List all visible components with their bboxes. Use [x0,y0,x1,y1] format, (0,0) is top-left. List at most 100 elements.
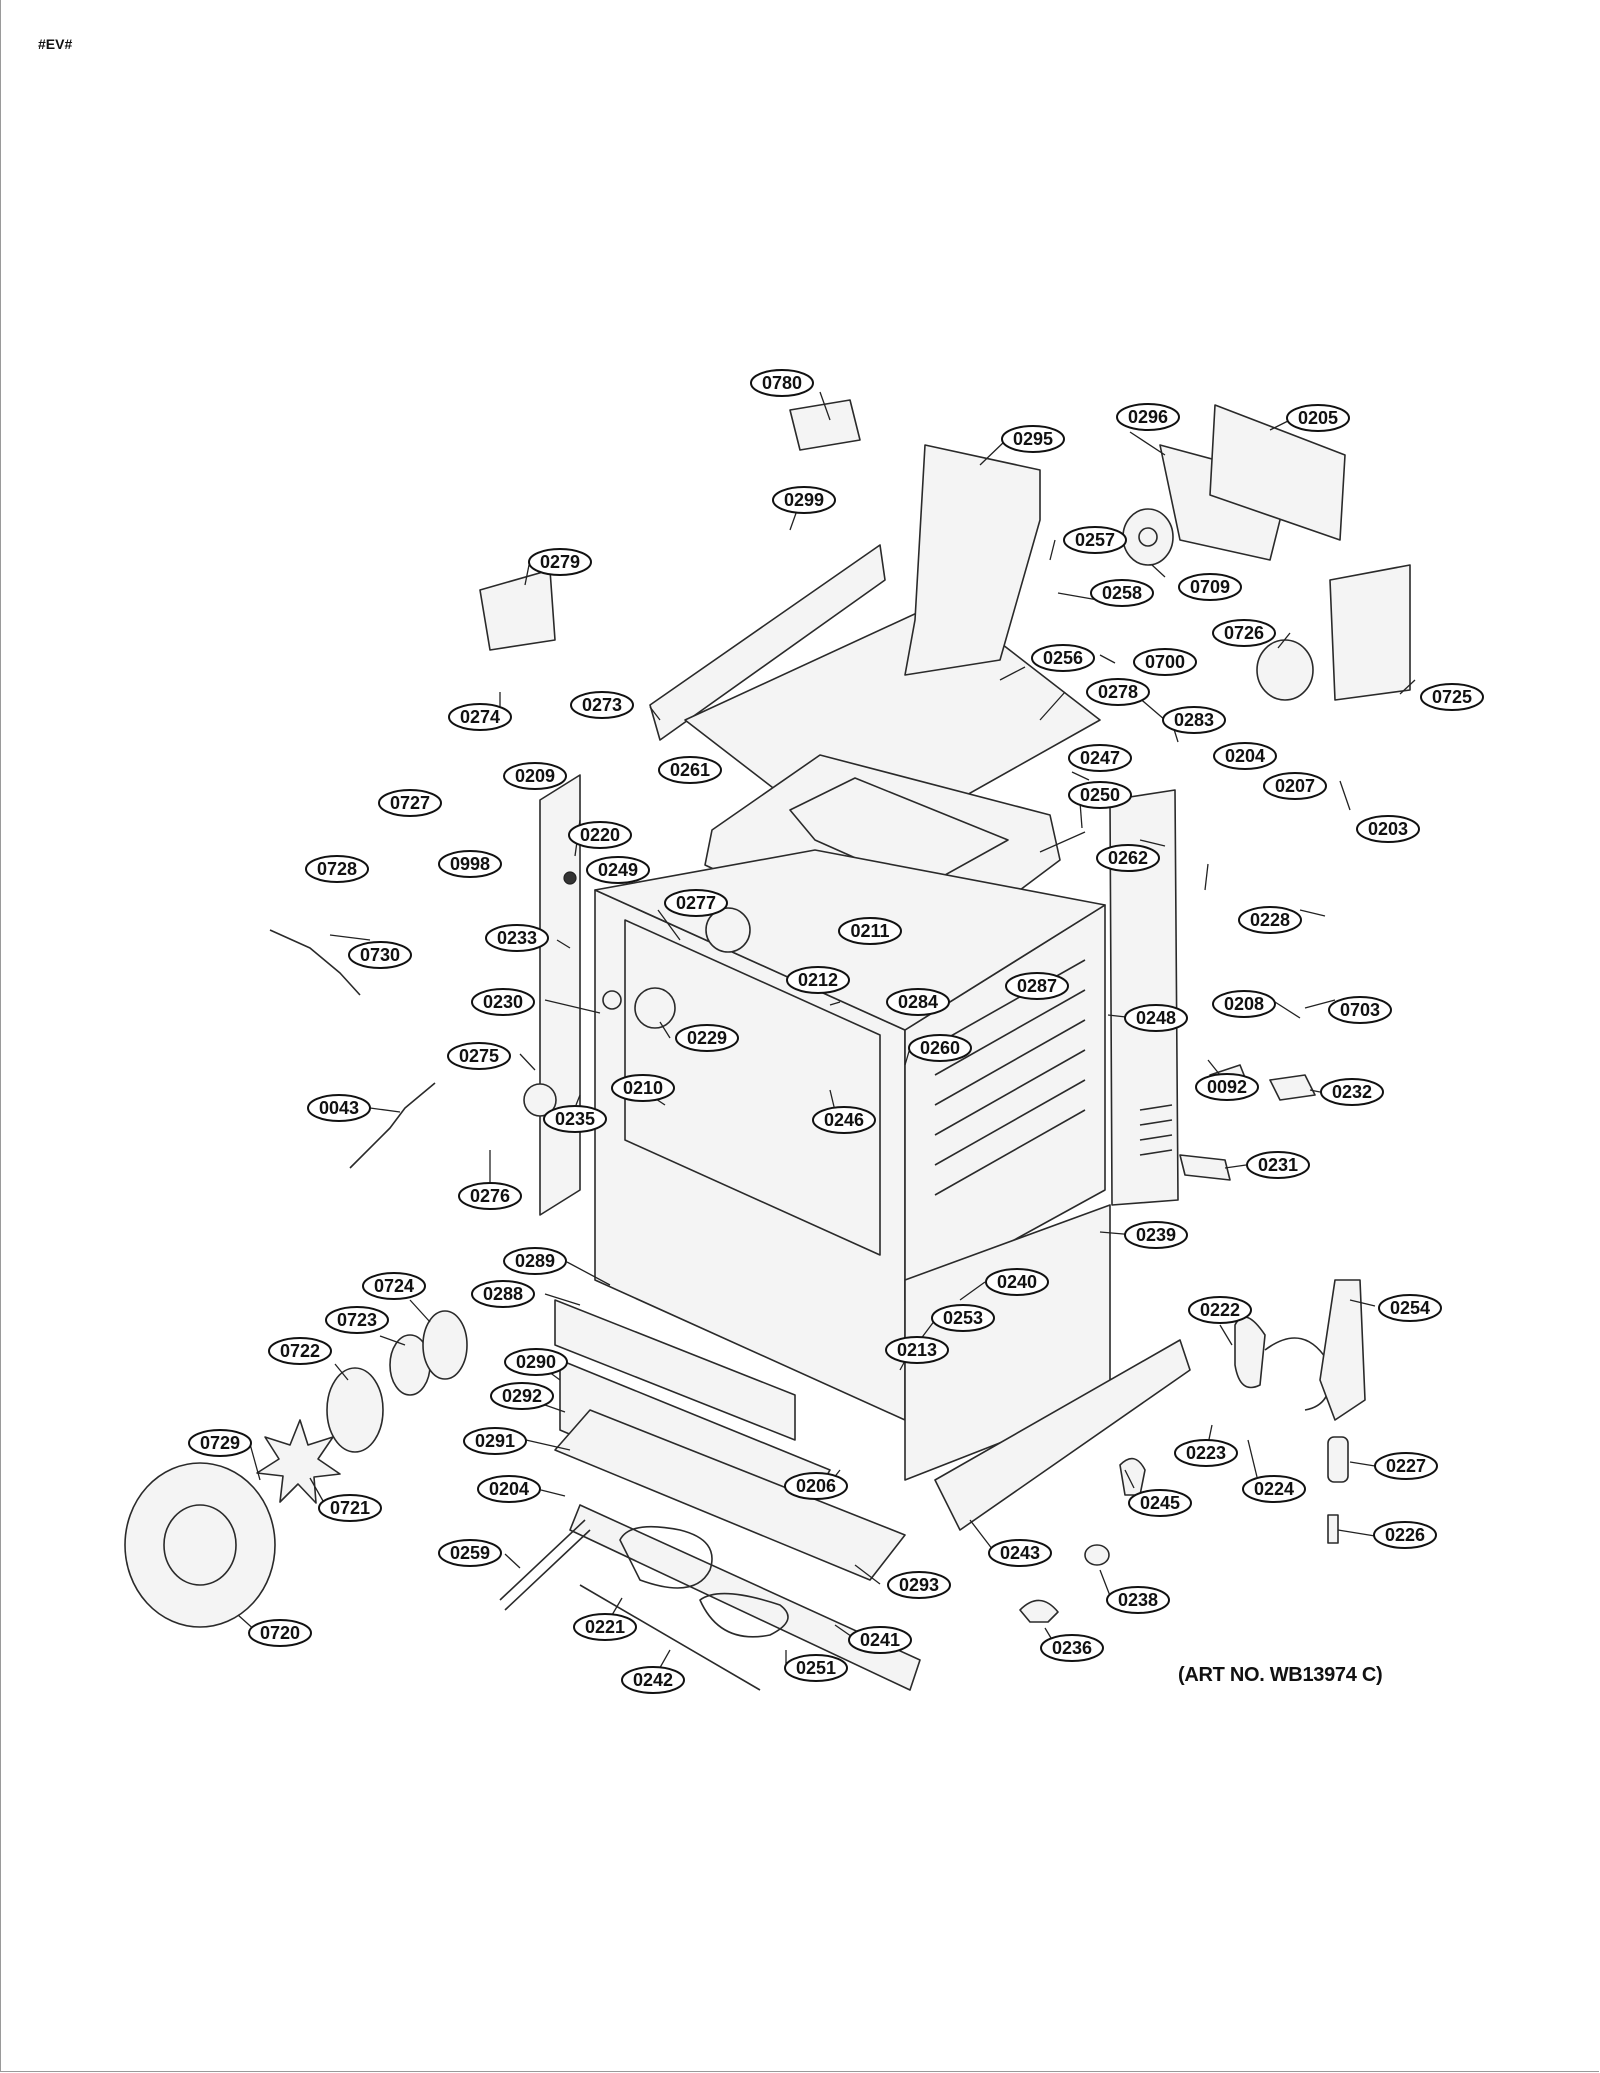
callout-label: 0209 [515,766,555,786]
drawer-front-rail [554,1299,796,1441]
callout-label: 0709 [1190,577,1230,597]
callout: 0207 [1263,772,1327,800]
callout-label: 0289 [515,1251,555,1271]
callout: 0238 [1106,1586,1170,1614]
broil-element [699,1592,789,1638]
vent-duct [904,444,1041,676]
callout-label: 0211 [850,921,889,941]
callout-label: 0228 [1250,910,1290,930]
callout-label: 0721 [330,1498,370,1518]
callout: 0233 [485,924,549,952]
callout-labels: 0780 0295 0296 0205 0299 0257 0709 0279 … [188,369,1484,1694]
fan-blade [256,1419,341,1504]
callout-label: 0245 [1140,1493,1180,1513]
hinge-pin [1327,1514,1339,1544]
callout-label: 0720 [260,1623,300,1643]
callout-label: 0727 [390,793,430,813]
callout-label: 0780 [762,373,802,393]
callout-label: 0283 [1174,710,1214,730]
callout: 0727 [378,789,442,817]
callout-label: 0248 [1136,1008,1176,1028]
callout-label: 0238 [1118,1590,1158,1610]
callout-label: 0730 [360,945,400,965]
callout-label: 0262 [1108,848,1148,868]
callout-label: 0293 [899,1575,939,1595]
callout-label: 0998 [450,854,490,874]
callout: 0229 [675,1024,739,1052]
valve-bracket [479,569,556,651]
callout-label: 0204 [489,1479,529,1499]
diagram-code: #EV# [38,36,73,52]
callout: 0729 [188,1429,252,1457]
slide-rail [499,1519,586,1601]
callout-label: 0231 [1258,1155,1298,1175]
callout: 0226 [1373,1521,1437,1549]
callout: 0211 [838,917,902,945]
callout: 0221 [573,1613,637,1641]
callout: 0292 [490,1382,554,1410]
callout: 0254 [1378,1294,1442,1322]
callout: 0043 [307,1094,371,1122]
callout-label: 0206 [796,1476,836,1496]
callout-label: 0278 [1098,682,1138,702]
support-rail [579,1584,761,1691]
callout: 0780 [750,369,814,397]
top-rear-rail [649,544,886,741]
callout-label: 0249 [598,860,638,880]
callout: 0208 [1212,990,1276,1018]
callout: 0723 [325,1306,389,1334]
callout: 0250 [1068,781,1132,809]
side-vents [934,959,1086,1196]
callout: 0720 [248,1619,312,1647]
fan-motor-plate-hole [1138,527,1158,547]
callout-label: 0236 [1052,1638,1092,1658]
screw [563,871,577,885]
callout: 0289 [503,1247,567,1275]
callout-label: 0295 [1013,429,1053,449]
fan-gasket [422,1310,468,1380]
callout: 0203 [1356,815,1420,843]
slide-rail-inner [504,1529,591,1611]
callout-label: 0251 [796,1658,836,1678]
callout: 0287 [1005,972,1069,1000]
callout: 0236 [1040,1634,1104,1662]
callout: 0276 [458,1182,522,1210]
callout: 0296 [1116,403,1180,431]
callout: 0230 [471,988,535,1016]
range-body-illustration [124,399,1411,1691]
callout-label: 0260 [920,1038,960,1058]
callout: 0278 [1086,678,1150,706]
callout-label: 0240 [997,1272,1037,1292]
callout-label: 0290 [516,1352,556,1372]
callout-label: 0299 [784,490,824,510]
callout: 0273 [570,691,634,719]
callout: 0279 [528,548,592,576]
callout-label: 0232 [1332,1082,1372,1102]
callout-label: 0212 [798,970,838,990]
callout: 0204 [477,1475,541,1503]
callout-label: 0296 [1128,407,1168,427]
callout: 0246 [812,1106,876,1134]
callout: 0703 [1328,996,1392,1024]
callout-label: 0235 [555,1109,595,1129]
callout: 0259 [438,1539,502,1567]
callout: 0284 [886,988,950,1016]
right-side-panel [1109,789,1179,1206]
latch-bracket [1269,1074,1316,1101]
callout: 0206 [784,1472,848,1500]
callout-label: 0092 [1207,1077,1247,1097]
callout: 0205 [1286,404,1350,432]
callout: 0241 [848,1626,912,1654]
bake-element [619,1525,713,1589]
callout-label: 0204 [1225,746,1265,766]
callout: 0232 [1320,1078,1384,1106]
fan-plate [326,1367,384,1453]
callout: 0277 [664,889,728,917]
callout-label: 0724 [374,1276,414,1296]
callout-label: 0208 [1224,994,1264,1014]
callout: 0243 [988,1539,1052,1567]
callout-label: 0276 [470,1186,510,1206]
callout-label: 0284 [898,992,938,1012]
callout-label: 0291 [475,1431,515,1451]
